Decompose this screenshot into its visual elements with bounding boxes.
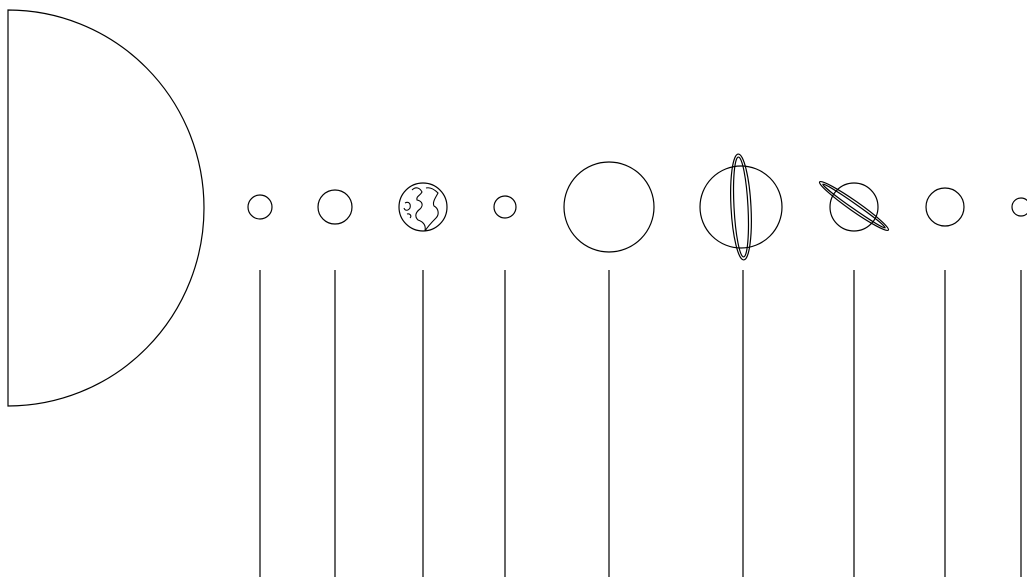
planet-2-icon: [318, 190, 352, 224]
ringed-planet-6-icon: [700, 154, 782, 261]
planet-1-icon: [248, 195, 272, 219]
ringed-planet-7-icon: [817, 178, 892, 234]
planet-9-icon: [1012, 198, 1027, 216]
planet-5-icon: [564, 162, 654, 252]
planet-8-icon: [926, 188, 964, 226]
half-sun-icon: [8, 10, 204, 406]
planet-4-icon: [494, 196, 516, 218]
earth-icon: [399, 183, 447, 231]
